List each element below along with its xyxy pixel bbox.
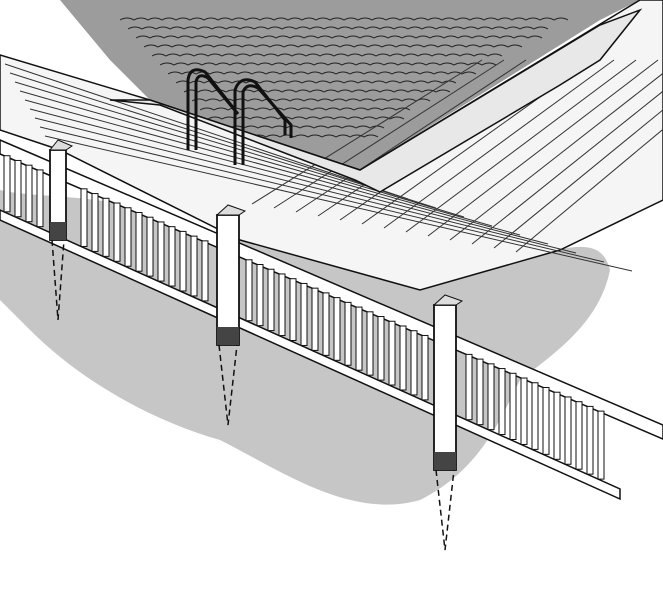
water-ripple [151, 53, 503, 57]
fence-picket [278, 273, 286, 337]
water-ripple [143, 44, 523, 48]
water-ripple [127, 26, 549, 30]
fence-picket [531, 382, 539, 450]
tile-line [29, 108, 549, 245]
tile-line [405, 59, 637, 233]
post-sleeve [217, 327, 239, 345]
fence-picket [520, 377, 528, 445]
tile-line [4, 63, 409, 200]
fence-picket [289, 278, 297, 342]
water-ripple [183, 89, 451, 93]
fence-picket [80, 188, 88, 247]
pool-coping [109, 8, 643, 193]
tile-line [19, 90, 493, 227]
fence-picket [14, 159, 22, 218]
fence-picket [421, 334, 429, 401]
fence-picket [124, 207, 132, 267]
water-ripple [135, 35, 543, 39]
bottom-rail [0, 209, 621, 501]
tile-line [24, 99, 521, 236]
water-ripple [119, 17, 569, 21]
fence-picket [36, 169, 44, 228]
tile-line [515, 128, 663, 253]
post-cap [432, 294, 464, 306]
fence-picket [300, 282, 308, 346]
fence-picket [179, 230, 187, 292]
fence-picket [322, 292, 330, 356]
water-ripple [159, 62, 497, 66]
fence-picket [311, 287, 319, 351]
fence-picket [333, 297, 341, 361]
water-ripple [175, 80, 457, 84]
post-sleeve [434, 452, 456, 470]
fence-picket [399, 325, 407, 391]
tile-line [295, 59, 527, 213]
tile-line [427, 59, 659, 237]
pool-ladder [186, 68, 293, 165]
fence-picket [355, 306, 363, 371]
fence-picket [190, 235, 198, 297]
fence-picket [487, 363, 495, 431]
fence-picket [388, 320, 396, 386]
fence-picket [201, 240, 209, 302]
tile-line [251, 59, 483, 205]
fence-picket [113, 202, 121, 262]
fence-picket [157, 221, 165, 282]
ground-stake [218, 344, 238, 426]
tile-line [383, 59, 615, 229]
tile-line [493, 109, 663, 249]
water-ripple [191, 98, 431, 102]
fence-picket [476, 358, 484, 426]
fence-picket [168, 226, 176, 287]
fence-picket [146, 216, 154, 277]
post-sleeve [50, 222, 66, 240]
fence-picket [377, 316, 385, 381]
fence-picket [102, 197, 110, 257]
tile-line [14, 81, 465, 218]
tile-line [449, 72, 663, 241]
fence-picket [245, 259, 253, 322]
deck-tiles [4, 59, 663, 272]
fence-picket [509, 372, 517, 440]
water-ripple [167, 71, 477, 75]
tile-line [44, 135, 633, 272]
fence-picket [267, 268, 275, 332]
tile-line [471, 90, 663, 245]
fence-picket [564, 396, 572, 465]
fence-post [216, 214, 240, 346]
ground-stake [435, 469, 455, 551]
fence-picket [498, 368, 506, 436]
fence-picket [575, 401, 583, 470]
fence-post [433, 304, 457, 471]
fence-picket [410, 330, 418, 396]
pool-water [60, 0, 640, 170]
post-cap [215, 204, 247, 216]
fence-picket [465, 353, 473, 421]
post-cap [48, 139, 74, 151]
fence-picket [3, 155, 11, 213]
fence-picket [25, 164, 33, 223]
tile-line [34, 117, 577, 254]
fence-picket [553, 391, 561, 460]
water-ripple [207, 116, 405, 120]
fence-picket [586, 405, 594, 475]
fence-picket [256, 264, 264, 327]
fence-picket [366, 311, 374, 376]
fence-picket [542, 386, 550, 455]
fence-picket [135, 211, 143, 272]
fence-picket [597, 410, 605, 480]
fence-picket [91, 193, 99, 252]
ground-stake [51, 239, 65, 321]
fence-picket [344, 301, 352, 366]
fence [0, 139, 663, 551]
tile-line [273, 59, 505, 209]
